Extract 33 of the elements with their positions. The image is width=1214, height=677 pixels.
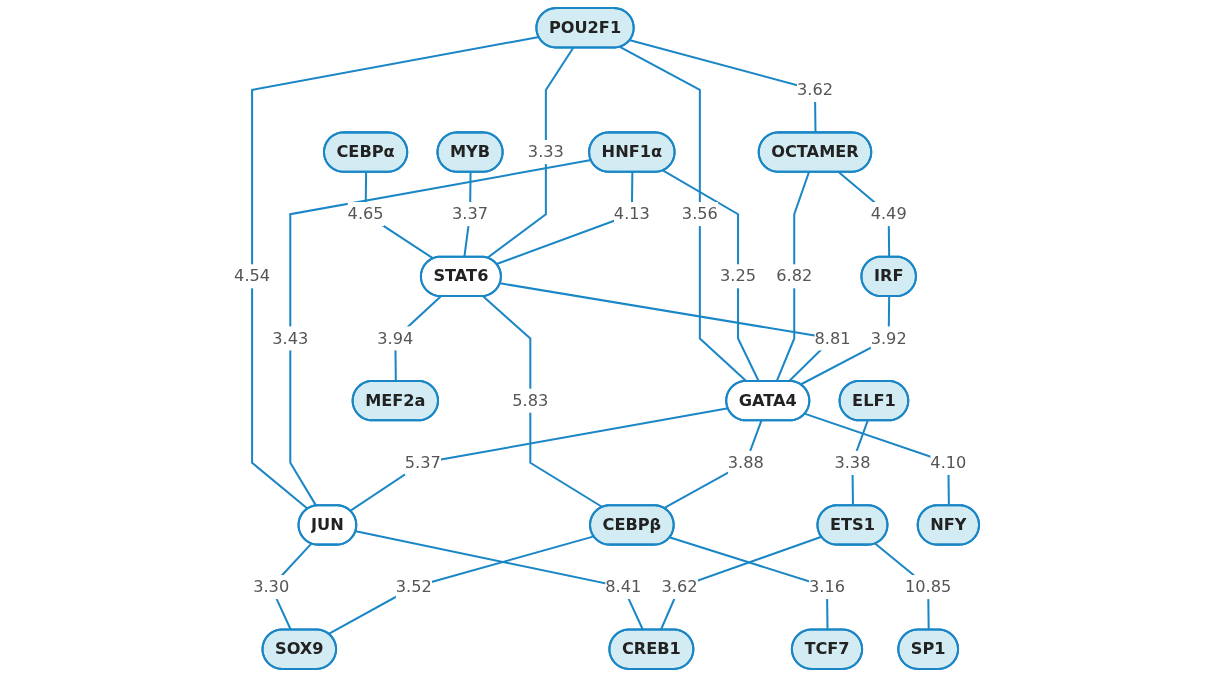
- edge-label: 3.25: [720, 266, 757, 286]
- edge-label: 8.81: [814, 328, 851, 348]
- connector: [630, 39, 817, 133]
- edge-label: 3.43: [272, 328, 309, 348]
- edge-label: 3.92: [871, 328, 908, 348]
- connector: [289, 159, 592, 507]
- edge-label: 4.54: [234, 266, 271, 286]
- edge-label: 5.37: [405, 452, 442, 472]
- connector: [487, 47, 575, 259]
- edge-label: 5.83: [512, 390, 549, 410]
- edge-label: 3.52: [396, 576, 433, 597]
- edge-label: 4.10: [930, 452, 967, 472]
- edge-label: 8.41: [605, 576, 642, 597]
- edge-label: 3.16: [809, 576, 846, 597]
- edge-label: 3.33: [528, 141, 565, 162]
- edge-label: 4.49: [871, 204, 908, 224]
- connector: [350, 407, 729, 512]
- connector: [800, 296, 891, 386]
- edge-label: 3.62: [661, 576, 698, 597]
- connector: [328, 535, 595, 635]
- edge-label: 3.62: [797, 79, 834, 100]
- edge-label: 3.88: [728, 452, 765, 472]
- edge-label: 3.56: [682, 204, 719, 224]
- edge-label: 4.13: [614, 204, 651, 224]
- edge-label: 10.85: [905, 576, 952, 597]
- connector: [483, 295, 604, 509]
- edge-label: 4.65: [348, 204, 385, 224]
- edge-label: 3.94: [377, 328, 414, 348]
- edge-label: 3.30: [253, 576, 290, 597]
- edge-label: 3.38: [834, 452, 871, 472]
- edge-label: 3.37: [452, 204, 489, 224]
- connector: [251, 36, 540, 510]
- edge-label: 6.82: [776, 266, 813, 286]
